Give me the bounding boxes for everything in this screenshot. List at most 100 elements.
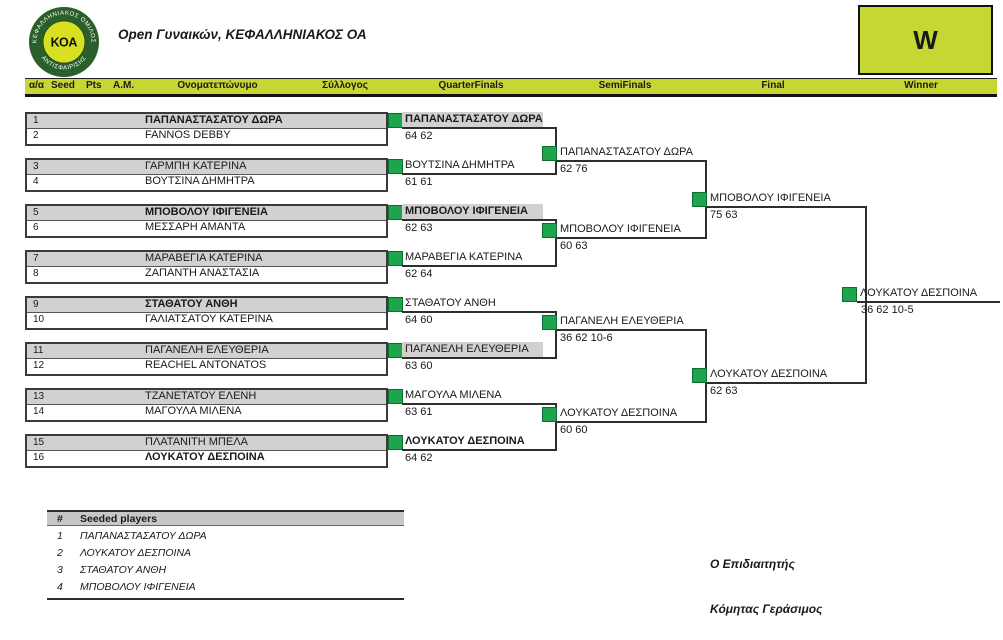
bracket-connector [555,219,557,267]
qf-entry-7: ΜΑΓΟΥΛΑ ΜΙΛΕΝΑ [402,388,557,405]
match-score: 64 62 [405,130,433,142]
qf-player-name: ΠΑΠΑΝΑΣΤΑΣΑΤΟΥ ΔΩΡΑ [402,112,543,127]
player-number: 4 [33,176,39,187]
advance-marker-icon [388,389,403,404]
seeded-player-name: ΠΑΠΑΝΑΣΤΑΣΑΤΟΥ ΔΩΡΑ [80,530,207,542]
finalist-name: ΜΠΟΒΟΛΟΥ ΙΦΙΓΕΝΕΙΑ [710,192,831,204]
seed-rank: 3 [57,564,63,576]
sf-entry-4: ΛΟΥΚΑΤΟΥ ΔΕΣΠΟΙΝΑ [557,406,705,423]
col-am: A.M. [113,80,135,91]
advance-marker-icon [388,205,403,220]
player-number: 13 [33,391,45,402]
champion-entry: ΛΟΥΚΑΤΟΥ ΔΕΣΠΟΙΝΑ [857,286,1000,303]
player-number: 15 [33,437,45,448]
col-seed: Seed [51,80,75,91]
qf-player-name: ΜΑΡΑΒΕΓΙΑ ΚΑΤΕΡΙΝΑ [405,251,523,263]
qf-entry-2: ΒΟΥΤΣΙΝΑ ΔΗΜΗΤΡΑ [402,158,557,175]
match-score: 75 63 [710,209,738,221]
advance-marker-icon [388,251,403,266]
seeded-player-row: 2 ΛΟΥΚΑΤΟΥ ΔΕΣΠΟΙΝΑ [47,546,404,562]
match-score: 62 63 [405,222,433,234]
match-score: 63 60 [405,360,433,372]
player-number: 2 [33,130,39,141]
match-score: 62 64 [405,268,433,280]
match-score: 60 60 [560,424,588,436]
player-name: ΜΠΟΒΟΛΟΥ ΙΦΙΓΕΝΕΙΑ [145,206,268,218]
sf-entry-2: ΜΠΟΒΟΛΟΥ ΙΦΙΓΕΝΕΙΑ [557,222,705,239]
qf-player-name: ΒΟΥΤΣΙΝΑ ΔΗΜΗΤΡΑ [405,159,515,171]
match-score: 64 62 [405,452,433,464]
sf-player-name: ΠΑΓΑΝΕΛΗ ΕΛΕΥΘΕΡΙΑ [560,315,684,327]
seeded-player-row: 4 ΜΠΟΒΟΛΟΥ ΙΦΙΓΕΝΕΙΑ [47,580,404,596]
col-semifinals: SemiFinals [598,80,652,91]
seeded-player-row: 3 ΣΤΑΘΑΤΟΥ ΑΝΘΗ [47,563,404,579]
sf-entry-3: ΠΑΓΑΝΕΛΗ ΕΛΕΥΘΕΡΙΑ [557,314,705,331]
qf-player-name: ΠΑΓΑΝΕΛΗ ΕΛΕΥΘΕΡΙΑ [402,342,543,357]
match-score: 36 62 10-5 [861,304,914,316]
col-quarterfinals: QuarterFinals [438,80,504,91]
player-name: ΜΑΡΑΒΕΓΙΑ ΚΑΤΕΡΙΝΑ [145,252,263,264]
advance-marker-icon [542,407,557,422]
player-name: ΜΑΓΟΥΛΑ ΜΙΛΕΝΑ [145,405,242,417]
player-name: ΜΕΣΣΑΡΗ ΑΜΑΝΤΑ [145,221,246,233]
match-score: 64 60 [405,314,433,326]
qf-entry-8: ΛΟΥΚΑΤΟΥ ΔΕΣΠΟΙΝΑ [402,434,557,451]
seed-rank: 4 [57,581,63,593]
logo-monogram: ΚΟΑ [51,36,78,50]
sf-player-name: ΜΠΟΒΟΛΟΥ ΙΦΙΓΕΝΕΙΑ [560,223,681,235]
player-number: 8 [33,268,39,279]
finalist-name: ΛΟΥΚΑΤΟΥ ΔΕΣΠΟΙΝΑ [710,368,828,380]
advance-marker-icon [542,146,557,161]
player-number: 1 [33,115,39,126]
qf-player-name: ΜΑΓΟΥΛΑ ΜΙΛΕΝΑ [405,389,502,401]
advance-marker-icon [388,113,403,128]
player-name: ΓΑΛΙΑΤΣΑΤΟΥ ΚΑΤΕΡΙΝΑ [145,313,273,325]
final-entry-2: ΛΟΥΚΑΤΟΥ ΔΕΣΠΟΙΝΑ [707,367,865,384]
referee-title: Ο Επιδιαιτητής [710,557,795,571]
player-name: ΒΟΥΤΣΙΝΑ ΔΗΜΗΤΡΑ [145,175,255,187]
seeded-player-name: ΣΤΑΘΑΤΟΥ ΑΝΘΗ [80,564,167,576]
player-number: 11 [33,345,44,356]
match-score: 63 61 [405,406,433,418]
col-final: Final [761,80,785,91]
match-score: 60 63 [560,240,588,252]
advance-marker-icon [542,223,557,238]
advance-marker-icon [388,297,403,312]
qf-player-name: ΣΤΑΘΑΤΟΥ ΑΝΘΗ [405,297,496,309]
qf-player-name: ΛΟΥΚΑΤΟΥ ΔΕΣΠΟΙΝΑ [405,435,525,447]
qf-entry-4: ΜΑΡΑΒΕΓΙΑ ΚΑΤΕΡΙΝΑ [402,250,557,267]
seed-rank: 1 [57,530,63,542]
seeded-players-table: # Seeded players 1 ΠΑΠΑΝΑΣΤΑΣΑΤΟΥ ΔΩΡΑ 2… [47,510,404,600]
tournament-title: Open Γυναικών, ΚΕΦΑΛΛΗΝΙΑΚΟΣ ΟΑ [118,27,367,42]
qf-entry-1: ΠΑΠΑΝΑΣΤΑΣΑΤΟΥ ΔΩΡΑ [402,112,557,129]
match-score: 62 63 [710,385,738,397]
seed-rank: 2 [57,547,63,559]
player-name: ΤΖΑΝΕΤΑΤΟΥ ΕΛΕΝΗ [145,390,257,402]
player-number: 7 [33,253,39,264]
col-winner: Winner [904,80,938,91]
winner-box: W [858,5,993,75]
column-header-bar: α/α Seed Pts A.M. Ονοματεπώνυμο Σύλλογος… [25,78,997,97]
player-name: ΖΑΠΑΝΤΗ ΑΝΑΣΤΑΣΙΑ [145,267,260,279]
col-name: Ονοματεπώνυμο [177,80,258,91]
sf-entry-1: ΠΑΠΑΝΑΣΤΑΣΑΤΟΥ ΔΩΡΑ [557,145,705,162]
sf-player-name: ΛΟΥΚΑΤΟΥ ΔΕΣΠΟΙΝΑ [560,407,678,419]
winner-marker-icon [842,287,857,302]
match-score: 36 62 10-6 [560,332,613,344]
sf-player-name: ΠΑΠΑΝΑΣΤΑΣΑΤΟΥ ΔΩΡΑ [560,146,693,158]
referee-name: Κόμητας Γεράσιμος [710,602,823,616]
player-name: REACHEL ANTONATOS [145,359,267,371]
qf-entry-5: ΣΤΑΘΑΤΟΥ ΑΝΘΗ [402,296,557,313]
final-entry-1: ΜΠΟΒΟΛΟΥ ΙΦΙΓΕΝΕΙΑ [707,191,865,208]
seeded-player-row: 1 ΠΑΠΑΝΑΣΤΑΣΑΤΟΥ ΔΩΡΑ [47,529,404,545]
col-aa: α/α [29,80,45,91]
champion-name: ΛΟΥΚΑΤΟΥ ΔΕΣΠΟΙΝΑ [860,287,978,299]
player-name: ΠΑΓΑΝΕΛΗ ΕΛΕΥΘΕΡΙΑ [145,344,269,356]
